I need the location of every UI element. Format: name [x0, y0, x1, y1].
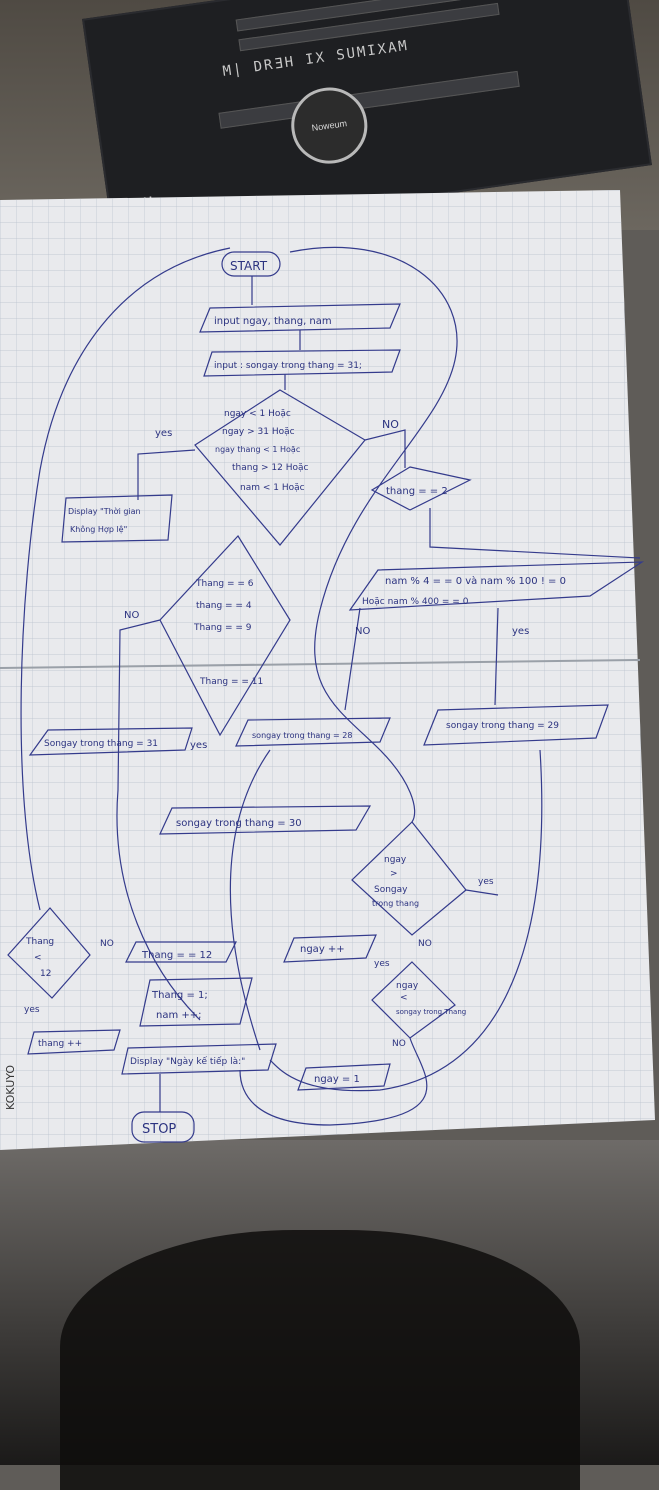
- ngay-reset-label: ngay = 1: [314, 1074, 360, 1085]
- dec-ngay-gt-line4: trong thang: [372, 899, 419, 908]
- stop-terminal: [131, 1111, 195, 1143]
- no-label: NO: [382, 418, 399, 431]
- input1-label: input ngay, thang, nam: [214, 316, 332, 327]
- yes-label: yes: [374, 959, 390, 969]
- start-label: START: [230, 259, 268, 273]
- display-invalid-line2: Không Hợp lệ": [70, 524, 127, 534]
- dec1-line4: thang > 12 Hoặc: [232, 463, 309, 473]
- dec-lt12-line1: Thang: [25, 937, 54, 947]
- grid-lines: [0, 190, 655, 1150]
- dec30-line1: Thang = = 6: [195, 579, 254, 589]
- songay-31-box: [28, 727, 193, 756]
- no-label: NO: [355, 626, 370, 637]
- pcie-slot: [218, 70, 520, 129]
- no-label: NO: [418, 939, 432, 949]
- thang-inc-label: thang ++: [38, 1039, 82, 1049]
- display-invalid-line1: Display "Thời gian: [68, 506, 141, 516]
- flowchart-strokes: [7, 246, 645, 1143]
- songay28-label: songay trong thang = 28: [252, 731, 352, 740]
- songay31-label: Songay trong thang = 31: [44, 739, 158, 749]
- ngay-inc-box: [283, 934, 377, 963]
- thang-reset-line2: nam ++;: [156, 1010, 202, 1021]
- ngay-reset-box: [297, 1063, 391, 1091]
- yes-label: yes: [478, 877, 494, 887]
- dec1-line5: nam < 1 Hoặc: [240, 483, 305, 493]
- decision-leap: [348, 561, 645, 611]
- thang-reset-line1: Thang = 1;: [151, 990, 208, 1001]
- dec-ngay-lt-line2: <: [400, 993, 408, 1003]
- decision-invalid-date: [194, 389, 366, 546]
- dec-feb-label: thang = = 2: [386, 486, 448, 497]
- thang-reset-box: [139, 977, 253, 1027]
- dec-ngay-lt-line1: ngay: [396, 981, 419, 991]
- thang-eq12-label: Thang = = 12: [141, 950, 212, 961]
- dec30-line4: Thang = = 11: [199, 677, 263, 687]
- ngay-inc-label: ngay ++: [300, 944, 345, 955]
- songay-29-box: [423, 704, 609, 746]
- decision-thang-lt-12: [7, 907, 91, 999]
- display-next-label: Display "Ngày kế tiếp là:": [130, 1056, 245, 1067]
- yes-label: yes: [190, 740, 207, 751]
- dec-ngay-gt-line1: ngay: [384, 855, 407, 865]
- dec30-line3: Thang = = 9: [193, 623, 252, 633]
- dec-leap-line2: Hoặc nam % 400 = = 0: [362, 597, 469, 607]
- thang-inc-box: [27, 1029, 121, 1055]
- decision-ngay-gt: [351, 821, 467, 936]
- flowchart-labels: START input ngay, thang, nam input : son…: [24, 259, 566, 1137]
- input-box-1: [199, 303, 401, 333]
- no-label: NO: [124, 610, 139, 621]
- display-invalid-box: [61, 494, 173, 543]
- stop-label: STOP: [142, 1122, 176, 1137]
- songay-28-box: [235, 717, 391, 747]
- no-label: NO: [392, 1039, 406, 1049]
- no-label: NO: [100, 939, 114, 949]
- dec1-line3: ngay thang < 1 Hoặc: [215, 445, 300, 455]
- display-next-box: [121, 1043, 277, 1075]
- decision-30-days: [159, 535, 291, 737]
- dec-leap-line1: nam % 4 = = 0 và nam % 100 ! = 0: [385, 575, 566, 587]
- decision-feb: [370, 466, 472, 511]
- yes-label: yes: [155, 428, 172, 439]
- yes-label: yes: [24, 1005, 40, 1015]
- dec1-line2: ngay > 31 Hoặc: [222, 427, 295, 437]
- dec30-line2: thang = = 4: [196, 601, 252, 611]
- input2-label: input : songay trong thang = 31;: [214, 361, 362, 371]
- dec-ngay-lt-line3: songay trong Thang: [396, 1008, 466, 1016]
- thang-eq-12-box: [125, 941, 237, 963]
- dec-ngay-gt-line2: >: [390, 869, 398, 879]
- flowchart-notebook-page: KOKUYO: [0, 190, 655, 1150]
- margin-brand: KOKUYO: [4, 1065, 17, 1110]
- songay-30-box: [159, 805, 372, 835]
- yes-label: yes: [512, 626, 529, 637]
- songay29-label: songay trong thang = 29: [446, 721, 559, 731]
- dec1-line1: ngay < 1 Hoặc: [224, 409, 291, 419]
- shadow: [60, 1230, 580, 1490]
- start-terminal: [221, 251, 281, 277]
- dec-ngay-gt-line3: Songay: [374, 885, 408, 895]
- dec-lt12-line3: 12: [40, 969, 51, 979]
- dec-lt12-line2: <: [34, 953, 42, 963]
- songay30-label: songay trong thang = 30: [176, 818, 302, 829]
- page-fold: [0, 659, 641, 669]
- input-box-2: [203, 349, 401, 377]
